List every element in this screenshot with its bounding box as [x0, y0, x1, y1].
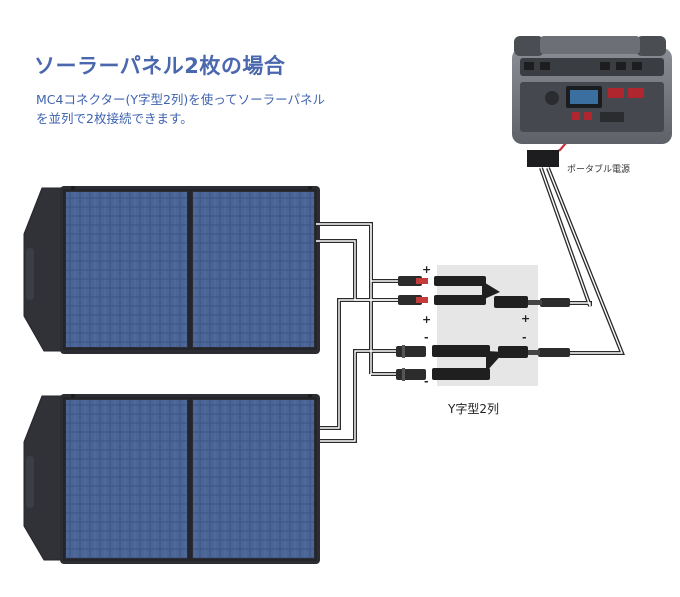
mc4-connector-plus-bottom	[398, 295, 428, 305]
y-connector-negative	[432, 345, 570, 380]
mc4-connector-minus-bottom	[396, 368, 426, 381]
polarity-minus-output: -	[522, 331, 527, 344]
polarity-plus-output: +	[521, 312, 531, 325]
power-station-label: ポータブル電源	[567, 165, 631, 175]
solar-panel-upper	[23, 186, 320, 354]
portable-power-station	[512, 36, 672, 167]
page-title: ソーラーパネル2枚の場合	[34, 54, 286, 78]
cables	[316, 121, 625, 443]
mc4-connector-plus-top	[398, 276, 428, 286]
mc4-connector-minus-top	[396, 345, 426, 358]
polarity-minus-bottom: -	[424, 375, 429, 388]
solar-panel-lower	[23, 394, 320, 564]
polarity-minus-top: -	[424, 331, 429, 344]
y-connector-label: Y字型2列	[448, 402, 499, 416]
y-connector-positive	[434, 276, 570, 308]
polarity-plus-top: +	[422, 263, 432, 276]
description-text: MC4コネクター(Y字型2列)を使ってソーラーパネルを並列で2枚接続できます。	[36, 92, 326, 126]
polarity-plus-bottom: +	[422, 313, 432, 326]
